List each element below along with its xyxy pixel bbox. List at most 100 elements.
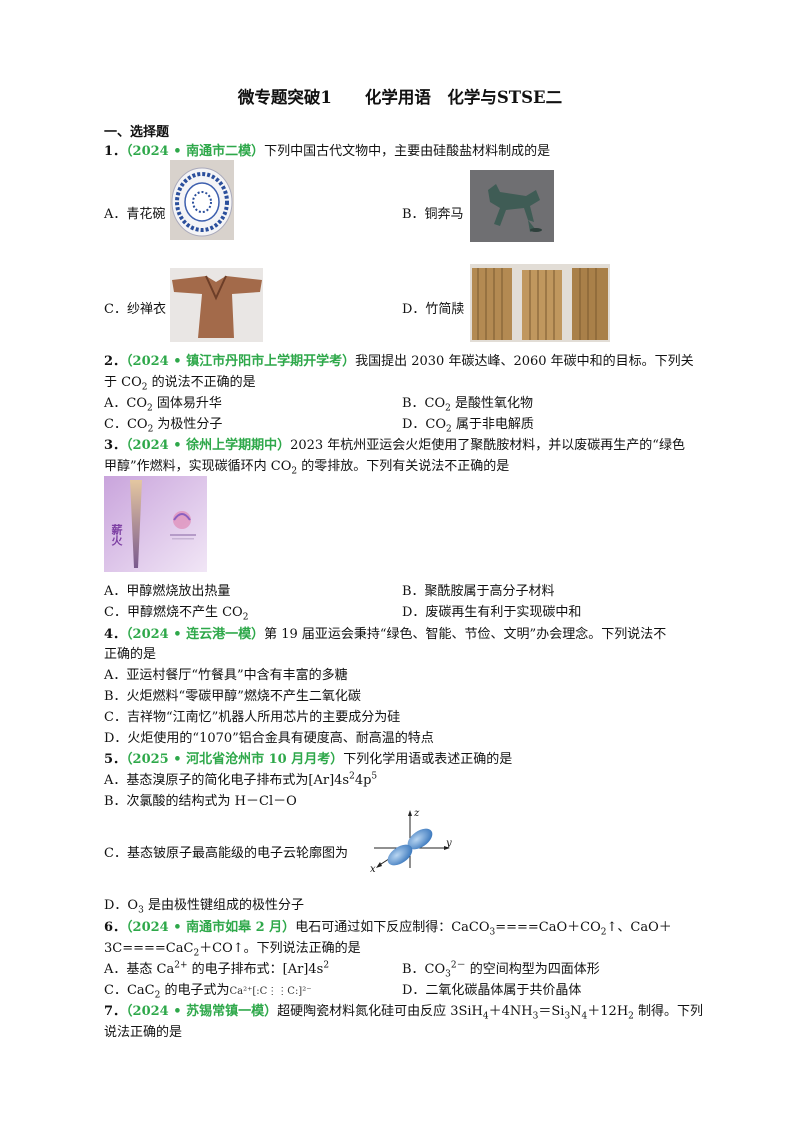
option-b[interactable]: B．次氯酸的结构式为 H－Cl－O xyxy=(104,794,297,809)
question-text: 第 19 届亚运会秉持“绿色、智能、节俭、文明”办会理念。下列说法不 xyxy=(264,627,667,642)
option-b[interactable]: B．CO32－ 的空间构型为四面体形 xyxy=(402,961,600,980)
option-text: 的电子排布式：[Ar]4s xyxy=(187,962,324,977)
superscript: 5 xyxy=(371,771,378,782)
option-text: C．CO xyxy=(104,417,148,432)
blue-white-bowl-image xyxy=(170,160,234,240)
subscript: 2 xyxy=(141,382,148,393)
question-source: （2025 • 河北省沧州市 10 月月考） xyxy=(126,752,344,767)
bronze-horse-image xyxy=(470,170,554,242)
option-d[interactable]: D．竹简牍 xyxy=(402,302,465,317)
option-text: C．甲醇燃烧不产生 CO xyxy=(104,605,243,620)
option-c[interactable]: C．甲醇燃烧不产生 CO2 xyxy=(104,604,249,623)
question-text: ＋12H xyxy=(587,1004,629,1019)
option-d[interactable]: D．二氧化碳晶体属于共价晶体 xyxy=(402,983,582,998)
option-text: B．CO xyxy=(402,396,446,411)
option-text: B．CO xyxy=(402,962,446,977)
torch-label: 薪火 xyxy=(110,524,123,546)
subscript: 2 xyxy=(446,424,452,435)
question-source: （2024 • 苏锡常镇一模） xyxy=(126,1004,278,1019)
question-number: 4． xyxy=(104,627,127,642)
question-text: ＝Si xyxy=(538,1004,565,1019)
option-text: A．基态溴原子的简化电子排布式为[Ar]4s xyxy=(104,773,350,788)
question-text: 下列化学用语或表述正确的是 xyxy=(343,752,513,767)
subscript: 3 xyxy=(138,905,144,916)
option-a[interactable]: A．CO2 固体易升华 xyxy=(104,395,222,414)
option-c[interactable]: C．CO2 为极性分子 xyxy=(104,416,223,435)
subscript: 3 xyxy=(532,1011,539,1022)
axis-x-label: x xyxy=(370,864,376,875)
question-6-stem-line1: 6．（2024 • 南通市如皋 2 月）电石可通过如下反应制得：CaCO3===… xyxy=(104,919,672,938)
option-text: D．CO xyxy=(402,417,447,432)
option-a[interactable]: A．青花碗 xyxy=(104,207,166,222)
question-6-stem-line2: 3C====CaC2＋CO↑。下列说法正确的是 xyxy=(104,940,361,959)
subscript: 2 xyxy=(147,403,153,414)
question-number: 3． xyxy=(104,438,127,453)
question-text: ＋4NH xyxy=(488,1004,533,1019)
question-text: ↑、CaO＋ xyxy=(606,920,672,935)
subscript: 2 xyxy=(147,424,154,435)
question-4-stem-line2: 正确的是 xyxy=(104,647,157,662)
superscript: 2 xyxy=(323,960,330,971)
option-a[interactable]: A．亚运村餐厅“竹餐具”中含有丰富的多糖 xyxy=(104,668,348,683)
question-2-stem-line1: 2．（2024 • 镇江市丹阳市上学期开学考）我国提出 2030 年碳达峰、20… xyxy=(104,353,694,370)
subscript: 4 xyxy=(581,1011,588,1022)
question-text: 于 CO xyxy=(104,375,142,390)
question-source: （2024 • 南通市二模） xyxy=(126,144,265,159)
subscript: 2 xyxy=(242,612,249,623)
option-b[interactable]: B．聚酰胺属于高分子材料 xyxy=(402,584,555,599)
question-number: 1． xyxy=(104,144,127,159)
option-text: 属于非电解质 xyxy=(451,417,534,432)
question-7-stem-line2: 说法正确的是 xyxy=(104,1025,183,1040)
option-text: 的空间构型为四面体形 xyxy=(465,962,600,977)
option-text: 为极性分子 xyxy=(153,417,223,432)
question-text: 甲醇”作燃料，实现碳循环内 CO xyxy=(104,459,292,474)
subscript: 3 xyxy=(445,969,451,980)
option-c[interactable]: C．纱禅衣 xyxy=(104,302,166,317)
question-text: 的说法不正确的是 xyxy=(147,375,256,390)
torch-image: 薪火 xyxy=(104,476,207,572)
option-d[interactable]: D．O3 是由极性键组成的极性分子 xyxy=(104,897,304,916)
option-a[interactable]: A．基态溴原子的简化电子排布式为[Ar]4s24p5 xyxy=(104,772,377,789)
question-number: 6． xyxy=(104,920,127,935)
option-a[interactable]: A．基态 Ca2+ 的电子排布式：[Ar]4s2 xyxy=(104,961,329,978)
subscript: 3 xyxy=(489,927,496,938)
subscript: 3 xyxy=(564,1011,571,1022)
option-c[interactable]: C．基态铍原子最高能级的电子云轮廓图为 xyxy=(104,846,348,861)
option-text: 是酸性氧化物 xyxy=(450,396,534,411)
option-b[interactable]: B．铜奔马 xyxy=(402,207,464,222)
option-d[interactable]: D．火炬使用的“1070”铝合金具有硬度高、耐高温的特点 xyxy=(104,731,434,746)
option-text: D．O xyxy=(104,898,139,913)
subscript: 4 xyxy=(482,1011,489,1022)
bamboo-slips-image xyxy=(470,264,610,342)
option-a[interactable]: A．甲醇燃烧放出热量 xyxy=(104,584,231,599)
gauze-robe-image xyxy=(170,268,263,342)
question-source: （2024 • 南通市如皋 2 月） xyxy=(126,920,296,935)
option-c[interactable]: C．吉祥物“江南忆”机器人所用芯片的主要成分为硅 xyxy=(104,710,401,725)
axis-z-label: z xyxy=(414,808,420,819)
option-c[interactable]: C．CaC2 的电子式为Ca²⁺[:C⋮⋮C:]²⁻ xyxy=(104,982,312,1000)
question-source: （2024 • 徐州上学期期中） xyxy=(126,438,291,453)
option-d[interactable]: D．废碳再生有利于实现碳中和 xyxy=(402,605,582,620)
question-text: ＋CO↑。下列说法正确的是 xyxy=(199,941,361,956)
subscript: 2 xyxy=(154,990,161,1001)
p-orbital-diagram: z y x xyxy=(364,808,454,878)
question-text: 我国提出 2030 年碳达峰、2060 年碳中和的目标。下列关 xyxy=(355,354,694,369)
question-4-stem-line1: 4．（2024 • 连云港一模）第 19 届亚运会秉持“绿色、智能、节俭、文明”… xyxy=(104,626,666,643)
question-number: 7． xyxy=(104,1004,127,1019)
subscript: 2 xyxy=(193,948,200,959)
axis-y-label: y xyxy=(446,838,452,849)
option-text: C．CaC xyxy=(104,983,155,998)
question-text: 2023 年杭州亚运会火炬使用了聚酰胺材料，并以废碳再生产的“绿色 xyxy=(290,438,685,453)
question-number: 5． xyxy=(104,752,127,767)
superscript: 2+ xyxy=(174,960,188,971)
question-number: 2． xyxy=(104,354,127,369)
subscript: 2 xyxy=(445,403,451,414)
option-d[interactable]: D．CO2 属于非电解质 xyxy=(402,416,534,435)
option-b[interactable]: B．CO2 是酸性氧化物 xyxy=(402,395,534,414)
option-b[interactable]: B．火炬燃料“零碳甲醇”燃烧不产生二氧化碳 xyxy=(104,689,361,704)
option-text: 4p xyxy=(354,773,372,788)
question-3-stem-line2: 甲醇”作燃料，实现碳循环内 CO2 的零排放。下列有关说法不正确的是 xyxy=(104,458,509,476)
question-3-stem-line1: 3．（2024 • 徐州上学期期中）2023 年杭州亚运会火炬使用了聚酰胺材料，… xyxy=(104,437,685,454)
question-text: 电石可通过如下反应制得：CaCO xyxy=(295,920,490,935)
option-text: 的电子式为 xyxy=(160,983,230,998)
